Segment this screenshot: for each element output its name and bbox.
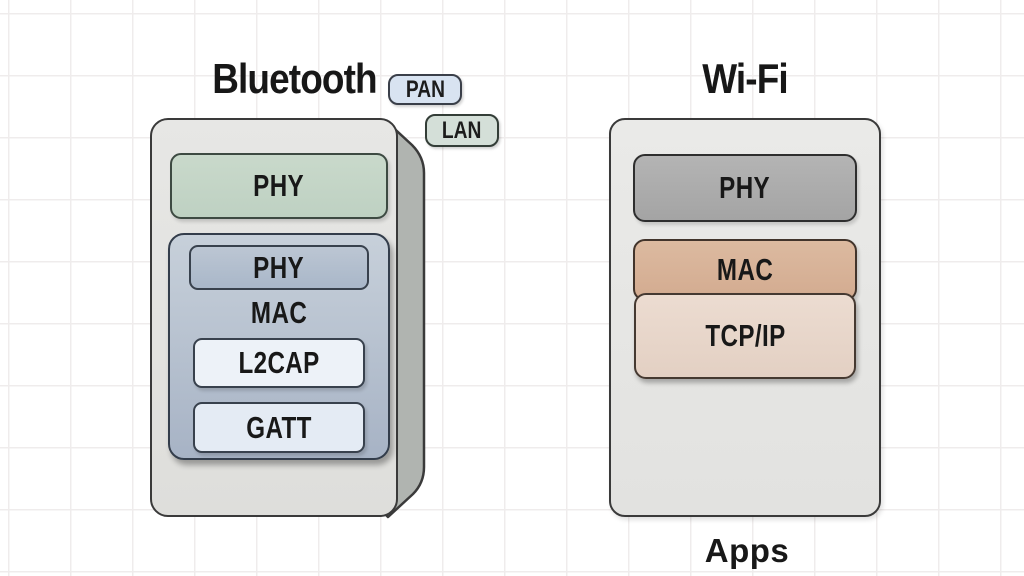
lan-label: LAN (442, 116, 482, 144)
wifi-tcpip-label: TCP/IP (704, 318, 786, 353)
controller-mac-label: MAC (250, 295, 308, 330)
bluetooth-card: PHY PHY MAC L2CAP GATT (150, 118, 398, 517)
wifi-phy-label: PHY (719, 170, 771, 205)
l2cap-box: L2CAP (193, 338, 365, 388)
lan-tag: LAN (425, 114, 499, 147)
bluetooth-phy-label: PHY (253, 168, 305, 203)
bluetooth-title: Bluetooth (212, 55, 377, 102)
wifi-mac-label: MAC (716, 252, 774, 287)
wifi-card: PHY MAC TCP/IP Apps (609, 118, 881, 569)
gatt-label: GATT (246, 409, 312, 445)
wifi-mac-box: MAC (633, 239, 857, 301)
pan-tag: PAN (388, 74, 462, 105)
controller-phy-box: PHY (189, 245, 369, 290)
bluetooth-phy-box: PHY (170, 153, 388, 219)
gatt-box: GATT (193, 402, 365, 453)
controller-mac-label-row: MAC (243, 290, 315, 336)
wifi-apps-row: Apps (611, 532, 883, 570)
l2cap-label: L2CAP (238, 345, 320, 380)
pan-label: PAN (405, 75, 445, 103)
wifi-phy-box: PHY (633, 154, 857, 222)
wifi-tcpip-box: TCP/IP (634, 293, 856, 379)
controller-phy-label: PHY (253, 249, 305, 285)
wifi-apps-label: Apps (704, 532, 790, 569)
wifi-title: Wi-Fi (702, 55, 788, 102)
bluetooth-controller-group: PHY MAC L2CAP GATT (168, 233, 390, 460)
